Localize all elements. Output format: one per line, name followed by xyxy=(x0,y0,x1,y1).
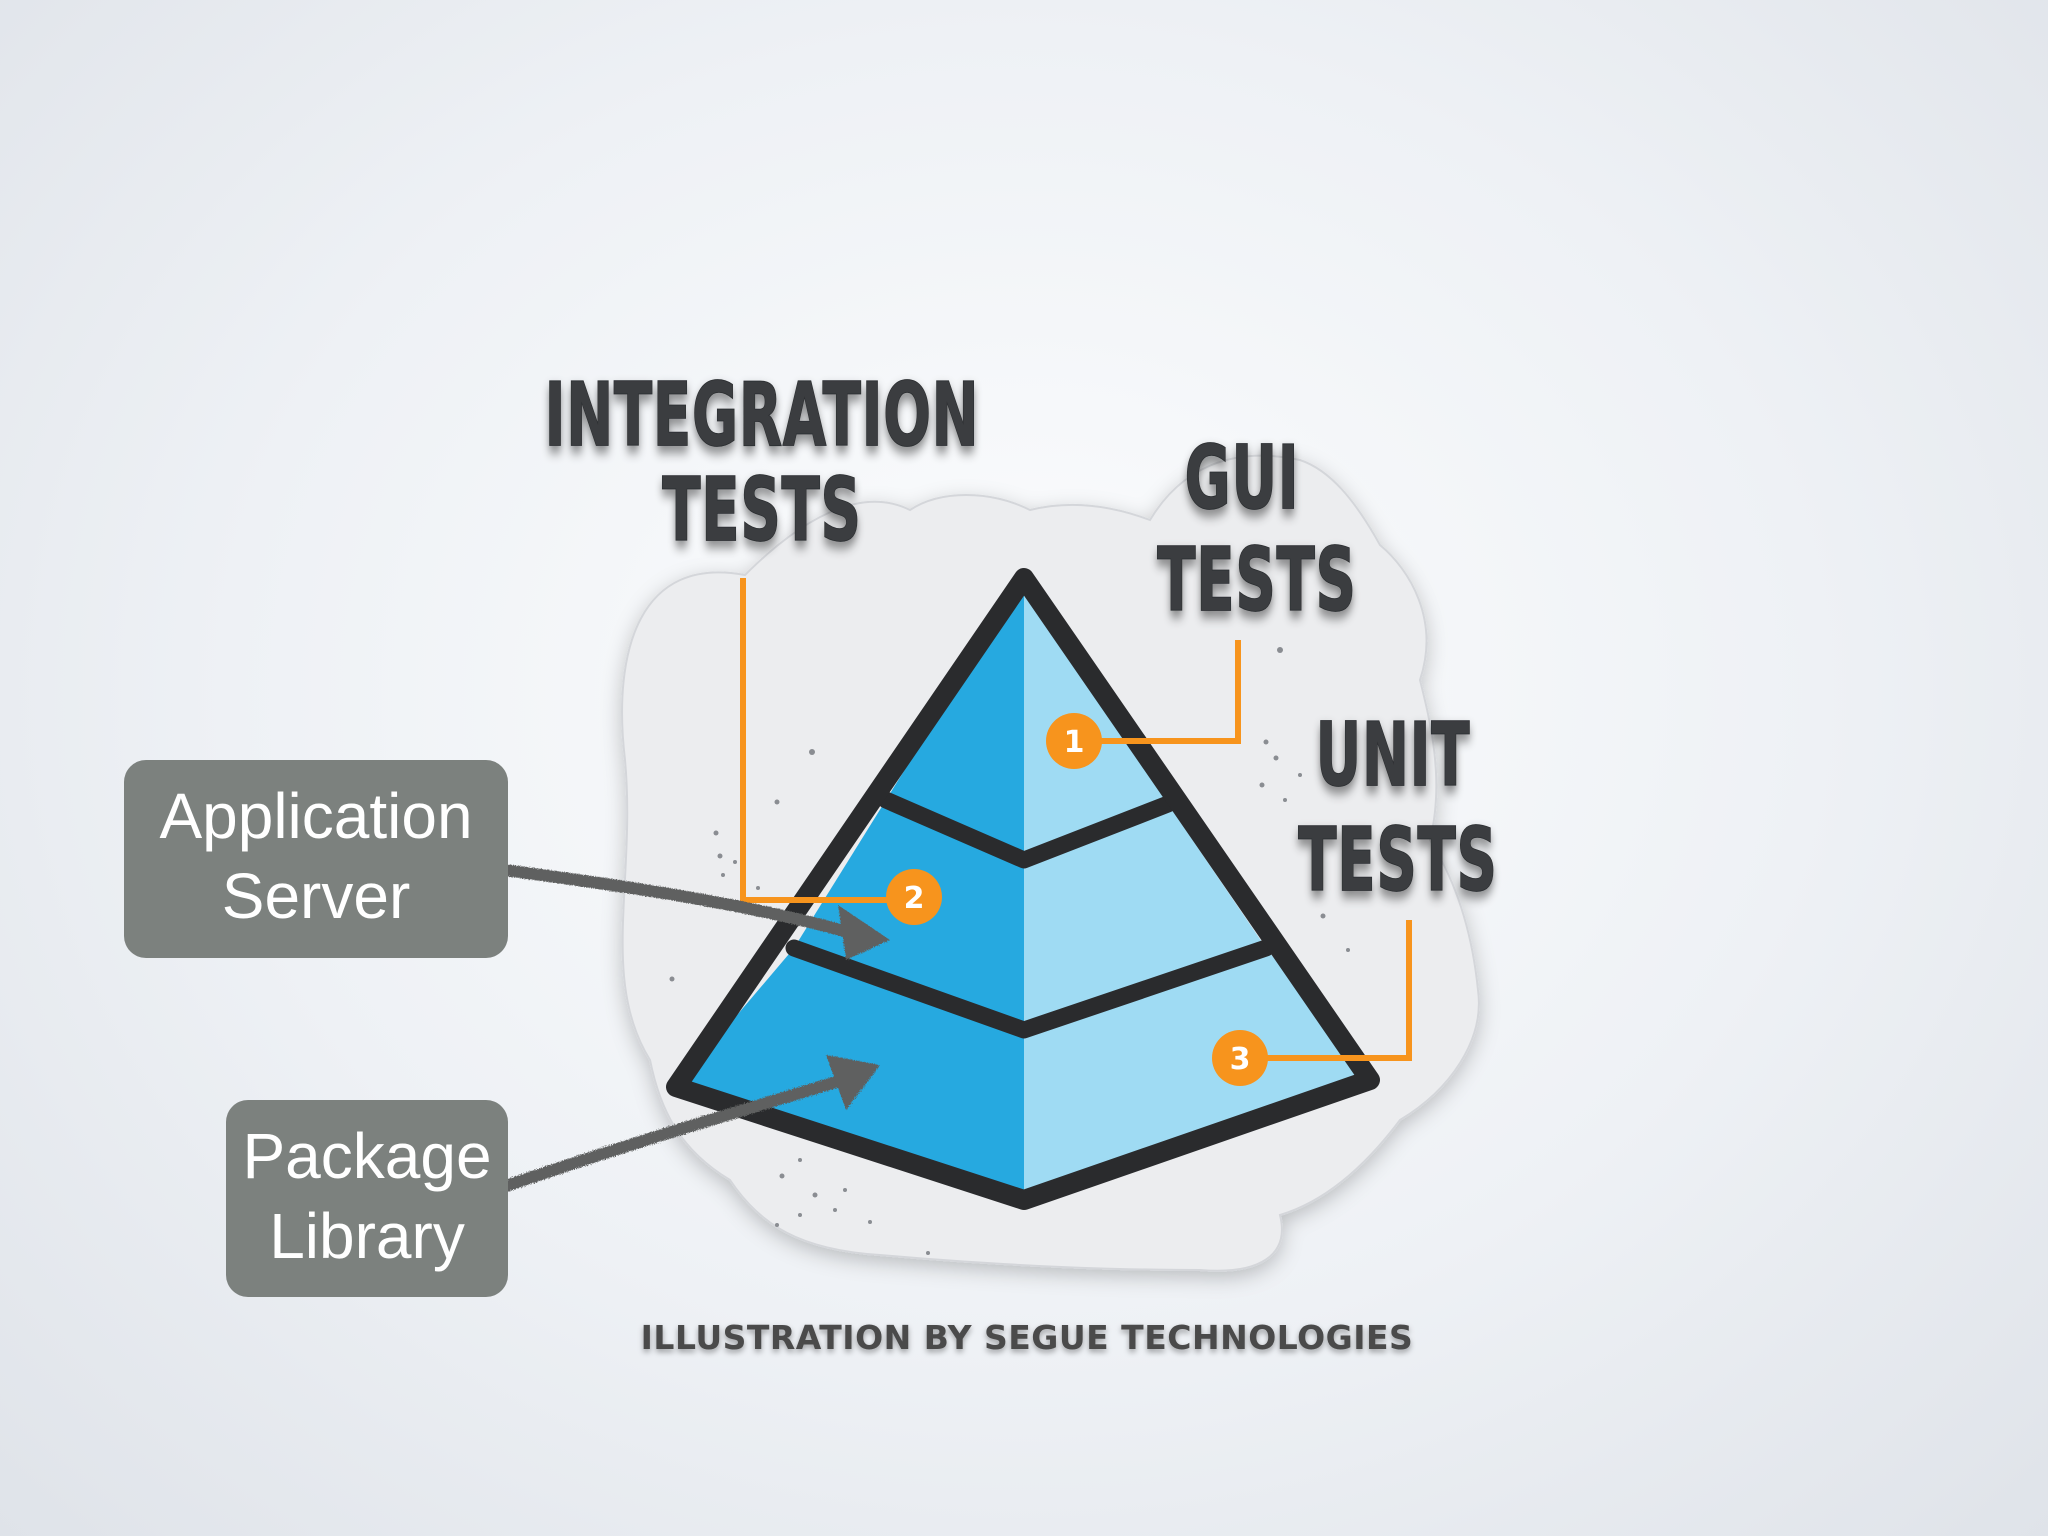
leader-line-gui xyxy=(1072,640,1241,744)
arrow-package-library xyxy=(500,1055,880,1192)
svg-text:3: 3 xyxy=(1230,1042,1251,1077)
svg-text:GUI: GUI xyxy=(1185,428,1300,529)
application-server-line-2: Server xyxy=(221,860,411,932)
illustration-credit: ILLUSTRATION BY SEGUE TECHNOLOGIES xyxy=(0,1318,2048,1357)
marker-1: 1 xyxy=(1046,713,1102,769)
leader-lines xyxy=(740,578,1412,1061)
label-gui-tests: GUI TESTS xyxy=(1157,428,1357,632)
svg-text:TESTS: TESTS xyxy=(1157,530,1356,631)
pyramid-divider-lower xyxy=(785,939,1275,1039)
svg-text:UNIT: UNIT xyxy=(1316,705,1471,806)
pyramid-divider-upper xyxy=(877,791,1177,869)
package-library-box: Package Library xyxy=(226,1100,508,1297)
svg-text:2: 2 xyxy=(904,881,925,916)
marker-3: 3 xyxy=(1212,1030,1268,1086)
marker-2: 2 xyxy=(886,869,942,925)
leader-line-integration xyxy=(740,578,912,903)
svg-text:TESTS: TESTS xyxy=(662,460,861,561)
leader-line-unit xyxy=(1240,920,1412,1061)
arrow-application-server xyxy=(482,862,890,960)
svg-text:INTEGRATION: INTEGRATION xyxy=(545,365,980,466)
svg-text:1: 1 xyxy=(1064,725,1085,760)
pyramid-tier-3-right xyxy=(1024,948,1370,1200)
label-unit-tests: UNIT TESTS xyxy=(1298,705,1498,912)
application-server-line-1: Application xyxy=(159,780,473,852)
package-library-line-1: Package xyxy=(242,1120,492,1192)
pyramid-tier-2-right xyxy=(1024,804,1266,1030)
application-server-box: Application Server xyxy=(124,760,508,958)
svg-text:TESTS: TESTS xyxy=(1298,810,1497,911)
package-library-line-2: Library xyxy=(269,1200,465,1272)
pyramid-tier-1-right xyxy=(1024,578,1168,860)
pyramid xyxy=(666,568,1380,1210)
speckle-dots xyxy=(669,647,1350,1255)
illustration-credit-text: ILLUSTRATION BY SEGUE TECHNOLOGIES xyxy=(640,1318,1414,1357)
label-integration-tests: INTEGRATION TESTS xyxy=(544,365,980,562)
pyramid-tier-1-left xyxy=(886,578,1024,860)
